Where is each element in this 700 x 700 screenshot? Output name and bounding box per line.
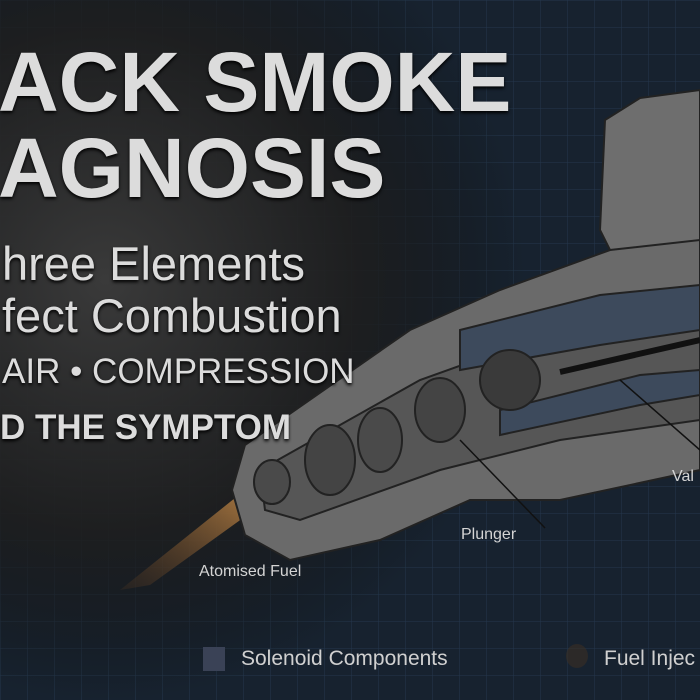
legend-swatch-solenoid — [203, 647, 225, 671]
label-atomised-fuel: Atomised Fuel — [199, 563, 302, 580]
label-plunger: Plunger — [461, 526, 517, 543]
elements-list: AIR • COMPRESSION — [2, 352, 355, 391]
fuel-spray — [120, 482, 268, 590]
subtitle-line1: hree Elements — [2, 237, 306, 290]
leader-lines — [459, 379, 700, 529]
injector-body — [230, 88, 700, 562]
title-line2: AGNOSIS — [0, 121, 386, 215]
symptom-heading: D THE SYMPTOM — [0, 408, 292, 447]
legend-label-solenoid: Solenoid Components — [241, 647, 448, 670]
title-line1: ACK SMOKE — [0, 35, 512, 129]
label-valve: Val — [672, 468, 694, 485]
legend-label-fuel-injector: Fuel Injec — [604, 647, 696, 670]
legend-swatch-fuel-injector — [566, 644, 588, 668]
subtitle-line2: fect Combustion — [2, 289, 342, 342]
